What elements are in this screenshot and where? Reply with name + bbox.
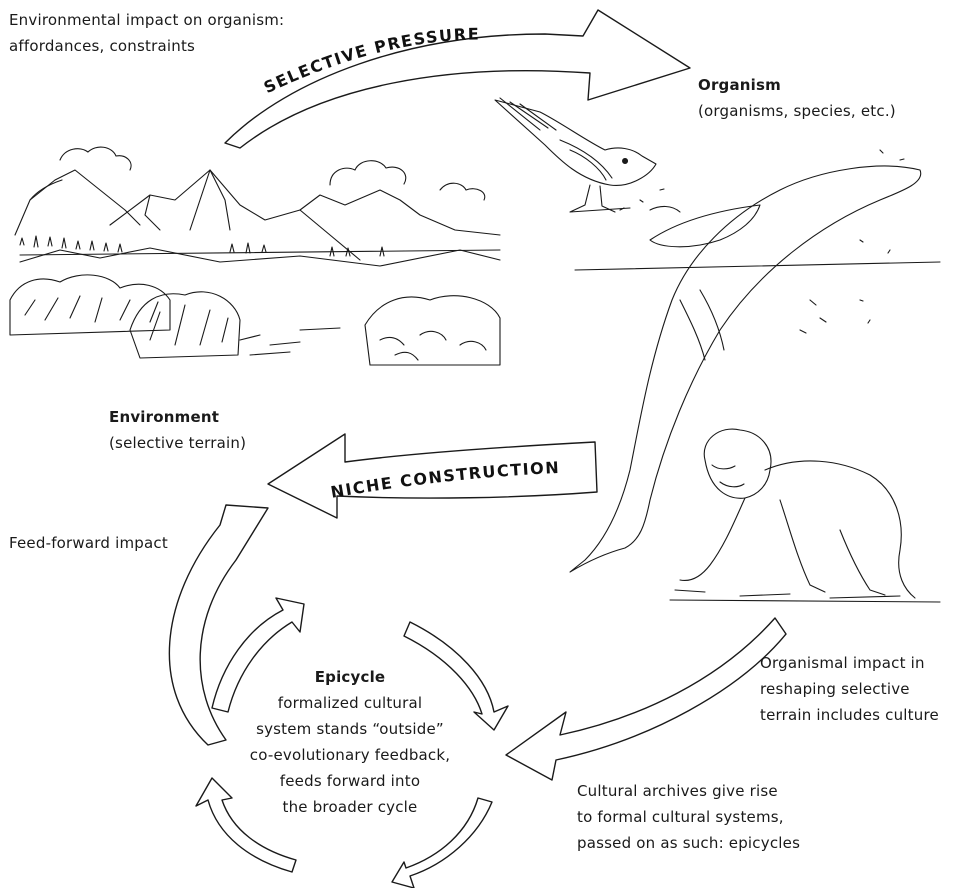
epicycle-title: Epicycle: [225, 664, 475, 690]
environmental-impact-text: Environmental impact on organism: afford…: [9, 7, 284, 59]
chimpanzee-illustration: [670, 429, 940, 602]
epicycle-line-1: formalized cultural: [225, 690, 475, 716]
humpback-whale-illustration: [570, 150, 940, 572]
environmental-impact-line-1: Environmental impact on organism:: [9, 7, 284, 33]
cultural-archives-line-1: Cultural archives give rise: [577, 778, 800, 804]
environment-label: Environment (selective terrain): [109, 404, 246, 456]
organismal-impact-line-3: terrain includes culture: [760, 702, 939, 728]
songbird-illustration: [495, 98, 656, 212]
organismal-impact-line-2: reshaping selective: [760, 676, 939, 702]
feed-forward-text: Feed-forward impact: [9, 530, 168, 556]
epicycle-line-4: feeds forward into: [225, 768, 475, 794]
environment-title: Environment: [109, 404, 246, 430]
epicycle-line-5: the broader cycle: [225, 794, 475, 820]
cultural-archives-text: Cultural archives give rise to formal cu…: [577, 778, 800, 856]
cultural-archives-line-2: to formal cultural systems,: [577, 804, 800, 830]
organism-title: Organism: [698, 72, 896, 98]
organismal-impact-line-1: Organismal impact in: [760, 650, 939, 676]
organism-subtitle: (organisms, species, etc.): [698, 98, 896, 124]
cultural-archives-line-3: passed on as such: epicycles: [577, 830, 800, 856]
organismal-impact-arrow: [506, 618, 786, 780]
epicycle-line-2: system stands “outside”: [225, 716, 475, 742]
epicycle-label: Epicycle formalized cultural system stan…: [225, 664, 475, 820]
organismal-impact-text: Organismal impact in reshaping selective…: [760, 650, 939, 728]
mountain-landscape-illustration: [10, 147, 500, 365]
epicycle-line-3: co-evolutionary feedback,: [225, 742, 475, 768]
environmental-impact-line-2: affordances, constraints: [9, 33, 284, 59]
environment-subtitle: (selective terrain): [109, 430, 246, 456]
organism-label: Organism (organisms, species, etc.): [698, 72, 896, 124]
